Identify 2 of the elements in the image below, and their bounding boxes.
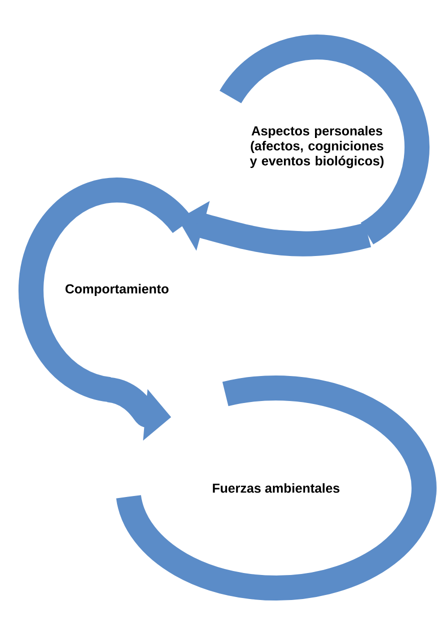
circular-band: Fuerzas ambientales xyxy=(116,376,436,600)
circular-band: Aspectos personales (afectos, cogniciones y eventos biológicos) xyxy=(220,34,430,244)
